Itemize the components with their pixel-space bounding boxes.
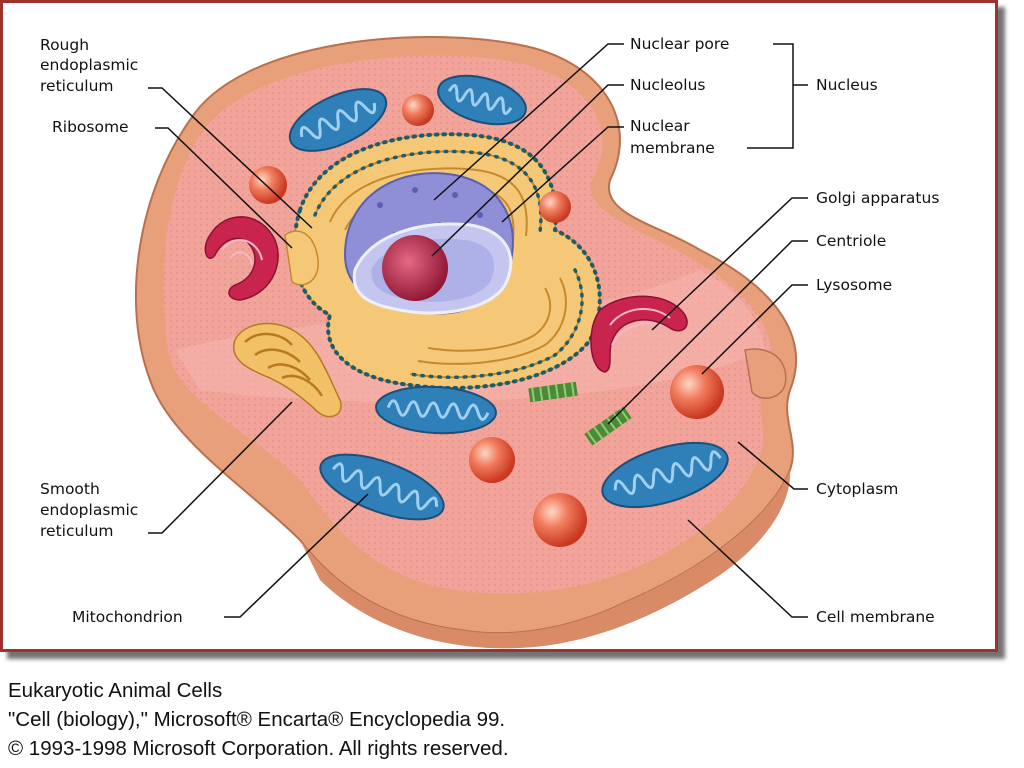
label-centriole: Centriole (816, 232, 886, 250)
label-nuclear-pore: Nuclear pore (630, 35, 729, 53)
leader-cytoplasm (737, 441, 808, 490)
golgi-apparatus (204, 216, 688, 373)
leader-smooth-er (148, 401, 293, 534)
leader-rough-er (148, 87, 313, 229)
label-mitochondrion: Mitochondrion (72, 608, 183, 626)
label-cytoplasm: Cytoplasm (816, 480, 898, 498)
label-smooth-er: Smooth endoplasmic reticulum (40, 480, 143, 540)
labels: Rough endoplasmic reticulum Ribosome Smo… (40, 35, 939, 626)
caption-copyright: © 1993-1998 Microsoft Corporation. All r… (8, 737, 509, 760)
leader-lines (148, 43, 808, 618)
label-nucleolus: Nucleolus (630, 76, 705, 94)
leader-mitochondrion (224, 493, 369, 618)
label-cell-membrane: Cell membrane (816, 608, 935, 626)
label-nuclear-membrane: Nuclear membrane (630, 117, 715, 157)
lysosomes (249, 94, 724, 547)
leader-nucleolus (431, 84, 624, 257)
centrioles (528, 381, 632, 446)
nucleolus (382, 235, 448, 301)
leader-golgi (651, 197, 808, 331)
leader-nuclear-membrane (501, 126, 624, 223)
leader-cell-membrane (687, 519, 808, 618)
label-rough-er: Rough endoplasmic reticulum (40, 36, 143, 95)
leader-ribosome (155, 127, 293, 249)
label-golgi: Golgi apparatus (816, 189, 939, 207)
smooth-endoplasmic-reticulum (232, 322, 342, 418)
caption-title: Eukaryotic Animal Cells (8, 679, 223, 702)
cell-diagram: Rough endoplasmic reticulum Ribosome Smo… (40, 35, 939, 649)
label-nucleus: Nucleus (816, 76, 878, 94)
caption-source: "Cell (biology)," Microsoft® Encarta® En… (8, 708, 506, 731)
leader-nuclear-pore (433, 43, 624, 201)
label-ribosome: Ribosome (52, 118, 129, 136)
mitochondria (288, 74, 729, 521)
leader-lysosome (701, 284, 808, 375)
leader-centriole (607, 240, 808, 425)
label-lysosome: Lysosome (816, 276, 892, 294)
leader-nucleus-bracket (747, 43, 808, 149)
caption: Eukaryotic Animal Cells "Cell (biology),… (8, 676, 509, 763)
